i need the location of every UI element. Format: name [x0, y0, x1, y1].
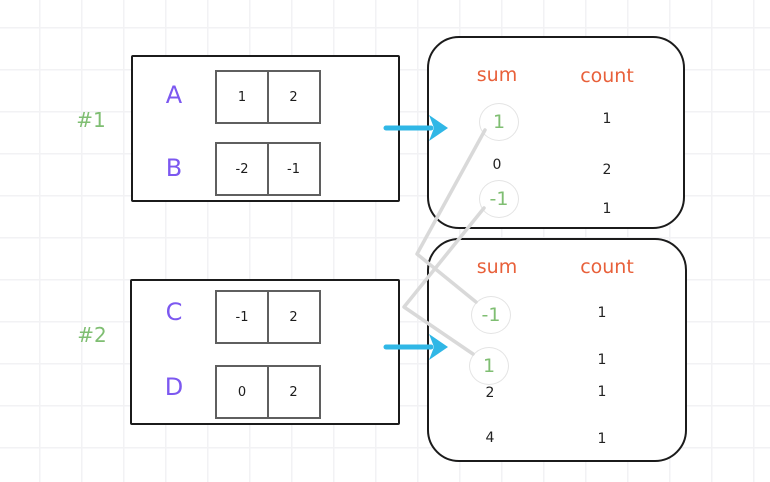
count-value: 1	[597, 305, 607, 321]
sum-value: 4	[485, 430, 495, 446]
array-a-cells: 1 2	[215, 70, 321, 124]
array-a-label: A	[165, 81, 183, 109]
count-value: 1	[597, 384, 607, 400]
sum-value-highlighted: 1	[479, 103, 519, 141]
array-b-cell-1: -1	[266, 142, 321, 196]
sum-value: 2	[485, 385, 495, 401]
count-column-header: count	[580, 65, 634, 87]
sum-value-highlighted: 1	[469, 347, 509, 385]
sum-column-header: sum	[476, 256, 518, 278]
array-c-cell-0: -1	[215, 290, 269, 344]
example-1-result-table: sum count 1 1 0 2 -1 1	[427, 36, 685, 229]
count-value: 1	[602, 111, 612, 127]
example-2-label: #2	[77, 323, 107, 347]
count-value: 1	[597, 352, 607, 368]
array-c-cells: -1 2	[215, 290, 321, 344]
example-1-arrays-box: A 1 2 B -2 -1	[131, 55, 400, 202]
array-c-label: C	[165, 298, 183, 326]
example-1-label: #1	[76, 108, 106, 132]
sum-value: 0	[492, 157, 502, 173]
array-a-cell-1: 2	[266, 70, 321, 124]
array-b-cell-0: -2	[215, 142, 269, 196]
array-c-cell-1: 2	[266, 290, 321, 344]
sum-column-header: sum	[476, 64, 518, 86]
count-value: 1	[597, 431, 607, 447]
count-column-header: count	[580, 256, 634, 278]
array-d-cell-1: 2	[266, 365, 321, 419]
count-value: 1	[602, 201, 612, 217]
array-b-label: B	[165, 154, 183, 182]
array-d-cells: 0 2	[215, 365, 321, 419]
example-2-arrays-box: C -1 2 D 0 2	[130, 279, 400, 425]
array-b-cells: -2 -1	[215, 142, 321, 196]
example-2-result-table: sum count -1 1 1 1 2 1 4 1	[427, 238, 687, 462]
count-value: 2	[602, 162, 612, 178]
sum-value-highlighted: -1	[479, 180, 519, 218]
array-a-cell-0: 1	[215, 70, 269, 124]
array-d-cell-0: 0	[215, 365, 269, 419]
sum-value-highlighted: -1	[471, 296, 511, 334]
array-d-label: D	[164, 373, 184, 401]
